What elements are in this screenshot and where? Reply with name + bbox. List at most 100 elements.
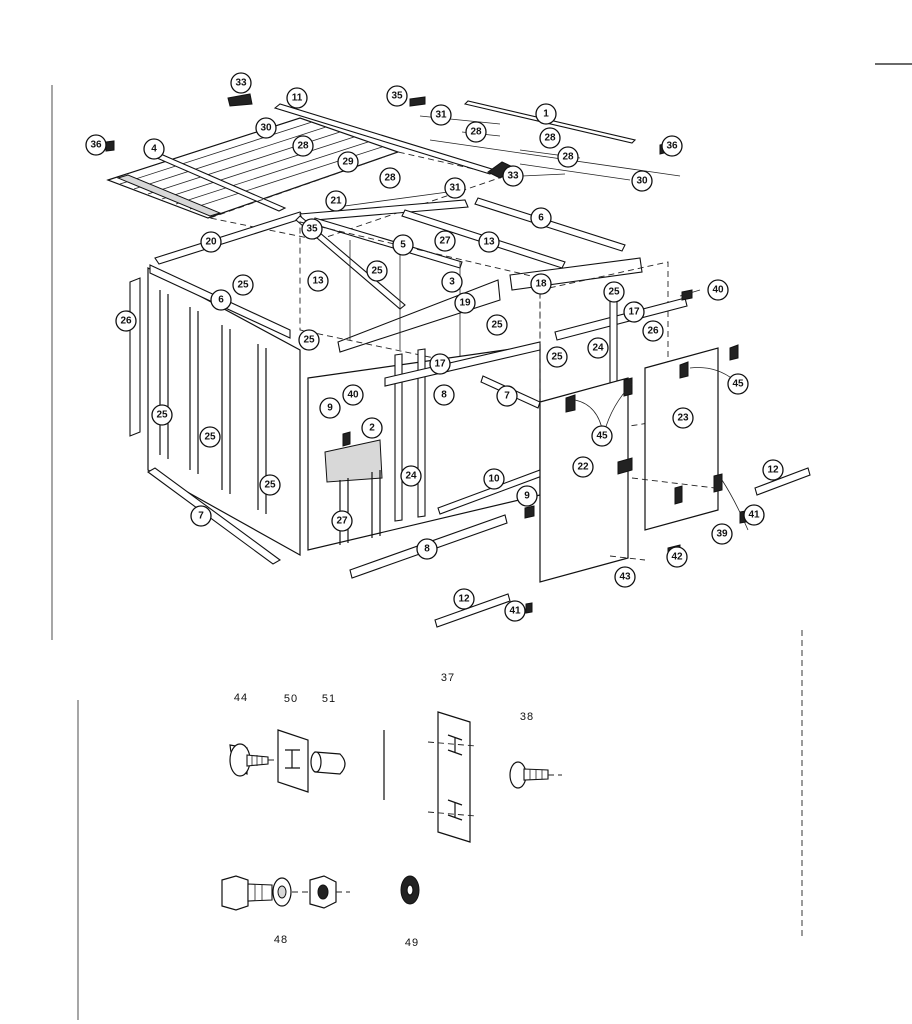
- callout-circle: [483, 468, 505, 490]
- callout-c11: 11: [286, 87, 308, 109]
- callout-c36a: 36: [85, 134, 107, 156]
- callout-number: 45: [732, 379, 744, 390]
- callout-number: 8: [441, 390, 447, 401]
- callout-number: 33: [507, 171, 519, 182]
- callout-c22: 22: [572, 456, 594, 478]
- callout-c40b: 40: [342, 384, 364, 406]
- callout-circle: [623, 301, 645, 323]
- callout-c35b: 35: [301, 218, 323, 240]
- callout-number: 31: [449, 183, 461, 194]
- callout-c36b: 36: [661, 135, 683, 157]
- callout-circle: [711, 523, 733, 545]
- callout-circle: [433, 384, 455, 406]
- callout-c45b: 45: [591, 425, 613, 447]
- callout-c31b: 31: [444, 177, 466, 199]
- callout-c28a: 28: [292, 135, 314, 157]
- callout-circle: [200, 231, 222, 253]
- callout-number: 9: [524, 491, 530, 502]
- callout-number: 25: [491, 320, 503, 331]
- callout-c27b: 27: [331, 510, 353, 532]
- callout-circle: [434, 230, 456, 252]
- callout-number: 6: [218, 295, 224, 306]
- clip-50: [277, 729, 309, 793]
- callout-number: 30: [260, 123, 272, 134]
- callout-circle: [190, 505, 212, 527]
- callout-c33b: 33: [502, 165, 524, 187]
- callout-circle: [444, 177, 466, 199]
- callout-number: 26: [647, 326, 659, 337]
- callout-c28e: 28: [379, 167, 401, 189]
- callout-circle: [672, 407, 694, 429]
- screw-44: [229, 743, 282, 777]
- callout-circle: [572, 456, 594, 478]
- callout-number: 4: [151, 144, 157, 155]
- callout-c12a: 12: [762, 459, 784, 481]
- callout-number: 30: [636, 176, 648, 187]
- callout-circle: [631, 170, 653, 192]
- callout-circle: [342, 384, 364, 406]
- callout-number: 18: [535, 279, 547, 290]
- callout-c13a: 13: [478, 231, 500, 253]
- callout-c18: 18: [530, 273, 552, 295]
- callout-number: 25: [303, 335, 315, 346]
- hardware-detail: 44 50 51 37 38 48 49: [221, 672, 562, 949]
- callout-c42: 42: [666, 546, 688, 568]
- scan-edge-marks: [51, 63, 912, 1020]
- callout-circle: [502, 165, 524, 187]
- strip-37: [427, 711, 477, 843]
- callout-number: 24: [592, 343, 604, 354]
- callout-number: 2: [369, 423, 375, 434]
- callout-number: 6: [538, 213, 544, 224]
- callout-c25f: 25: [546, 346, 568, 368]
- callout-number: 1: [543, 109, 549, 120]
- callout-c7a: 7: [496, 385, 518, 407]
- callout-number: 25: [237, 280, 249, 291]
- callout-c41a: 41: [743, 504, 765, 526]
- callout-c25a: 25: [232, 274, 254, 296]
- callout-number: 43: [619, 572, 631, 583]
- callout-circle: [486, 314, 508, 336]
- callout-c5: 5: [392, 234, 414, 256]
- doors: [539, 344, 749, 583]
- callout-c8b: 8: [416, 538, 438, 560]
- callout-number: 17: [628, 307, 640, 318]
- callout-circle: [546, 346, 568, 368]
- callout-circle: [504, 600, 526, 622]
- callout-number: 3: [449, 277, 455, 288]
- callout-number: 40: [347, 390, 359, 401]
- callout-number: 24: [405, 471, 417, 482]
- callout-c27a: 27: [434, 230, 456, 252]
- callout-number: 21: [330, 196, 342, 207]
- callout-circle: [392, 234, 414, 256]
- callout-c12b: 12: [453, 588, 475, 610]
- callout-c26a: 26: [115, 310, 137, 332]
- leader-lines: [329, 115, 701, 297]
- callout-number: 25: [608, 287, 620, 298]
- callout-number: 36: [90, 140, 102, 151]
- callout-c17a: 17: [623, 301, 645, 323]
- hw-label-51: 51: [322, 693, 336, 705]
- callout-circle: [530, 207, 552, 229]
- callout-circle: [379, 167, 401, 189]
- callout-circle: [325, 190, 347, 212]
- screw-38: [509, 761, 562, 789]
- callout-circle: [307, 270, 329, 292]
- callout-c8a: 8: [433, 384, 455, 406]
- callout-circle: [400, 465, 422, 487]
- callout-c40a: 40: [707, 279, 729, 301]
- callout-circle: [530, 273, 552, 295]
- hw-label-44: 44: [234, 692, 248, 704]
- callout-number: 9: [327, 403, 333, 414]
- callout-number: 13: [312, 276, 324, 287]
- callout-number: 11: [292, 93, 303, 104]
- callout-c30a: 30: [255, 117, 277, 139]
- callout-number: 45: [596, 431, 608, 442]
- callout-number: 5: [400, 240, 406, 251]
- hw-label-38: 38: [520, 711, 534, 723]
- callout-c19: 19: [454, 292, 476, 314]
- callout-number: 26: [120, 316, 132, 327]
- callout-c28b: 28: [465, 121, 487, 143]
- callout-number: 25: [551, 352, 563, 363]
